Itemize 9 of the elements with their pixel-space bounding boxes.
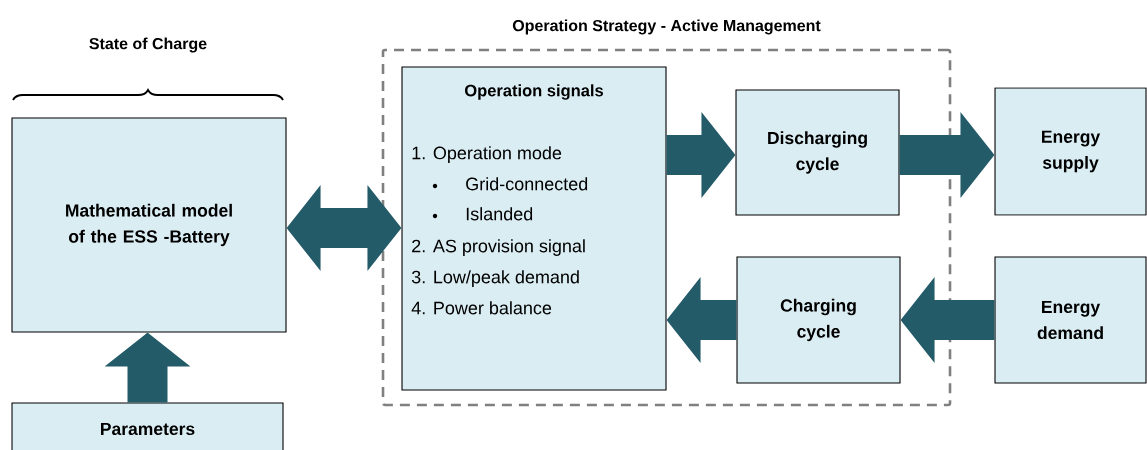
- process-box: Mathematical model of the ESS -Battery: [11, 117, 287, 333]
- process-box: Discharging cycle: [735, 89, 900, 216]
- process-box: Charging cycle: [736, 256, 901, 384]
- process-box: Energy supply: [994, 87, 1147, 216]
- process-box: Operation signals 1. Operation mode Grid-connected Islanded 2. AS provision signal 3. Low/peak demand 4. Power balance: [401, 66, 667, 391]
- node-label: Operation Strategy - Active Management: [512, 19, 821, 35]
- process-box: Energy demand: [994, 256, 1147, 384]
- brace-label: State of Charge: [89, 37, 207, 53]
- process-box: Parameters: [11, 402, 284, 450]
